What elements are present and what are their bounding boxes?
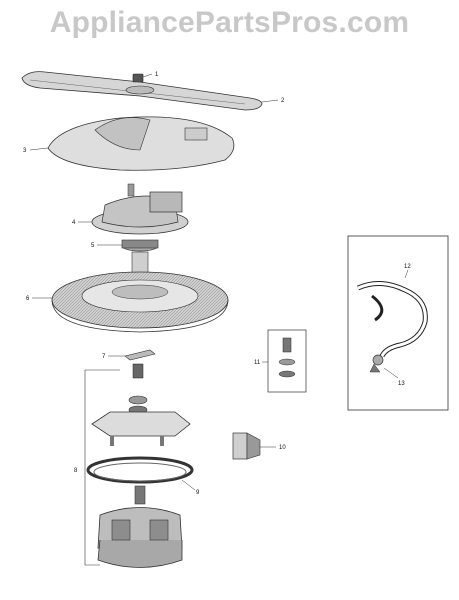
drain-hose-part[interactable] [356, 281, 428, 358]
clip-part[interactable] [124, 349, 156, 361]
site-watermark: AppliancePartsPros.com [49, 6, 410, 39]
callout-8: 8 [74, 468, 78, 474]
callout-3: 3 [23, 148, 27, 154]
group-bracket-8 [84, 370, 100, 566]
motor-part[interactable] [97, 485, 183, 568]
seal-stack-part[interactable] [128, 363, 148, 415]
bracket-part[interactable] [232, 432, 261, 460]
callout-2: 2 [281, 98, 285, 104]
callout-12: 12 [404, 264, 411, 270]
callout-11: 11 [254, 360, 261, 366]
gasket-ring-part[interactable] [86, 456, 194, 484]
seal-kit-part[interactable] [267, 329, 307, 393]
callout-5: 5 [91, 243, 95, 249]
callout-4: 4 [72, 220, 76, 226]
pump-housing-part[interactable] [91, 183, 189, 235]
callout-7: 7 [102, 354, 106, 360]
spray-arm-part[interactable] [21, 71, 263, 111]
callout-9: 9 [196, 490, 200, 496]
callout-10: 10 [279, 445, 286, 451]
hose-clamp-part[interactable] [369, 354, 384, 373]
callout-6: 6 [26, 296, 30, 302]
hose-kit-box [347, 235, 449, 411]
callout-1: 1 [155, 72, 159, 78]
nut-part[interactable] [132, 73, 144, 83]
heater-ring-part[interactable] [51, 271, 229, 333]
leader-lines [29, 73, 409, 491]
impeller-part[interactable] [121, 239, 159, 279]
callout-13: 13 [398, 381, 405, 387]
motor-plate-part[interactable] [91, 411, 191, 446]
filter-cover-part[interactable] [47, 116, 235, 171]
